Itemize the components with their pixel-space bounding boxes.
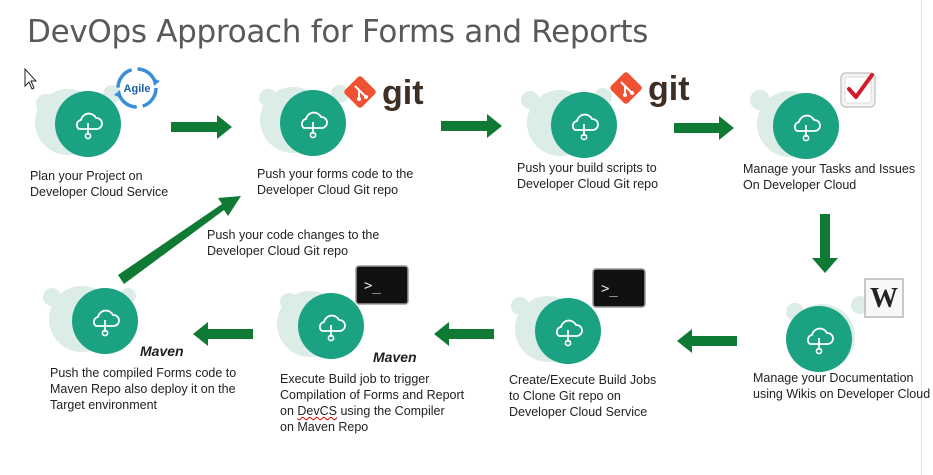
agile-logo: Agile bbox=[114, 67, 160, 109]
arrow-icon bbox=[812, 214, 838, 273]
step-label-create-jobs: Create/Execute Build Jobs to Clone Git r… bbox=[509, 373, 657, 419]
node-create-jobs bbox=[535, 298, 601, 364]
terminal-icon: >_ bbox=[592, 268, 646, 308]
diagonal-arrow-label: Push your code changes to the Developer … bbox=[207, 228, 380, 258]
arrow-icon bbox=[171, 115, 232, 139]
svg-text:Agile: Agile bbox=[124, 83, 151, 95]
terminal-icon: >_ bbox=[355, 265, 409, 305]
step-label-execute-build: Execute Build job to trigger Compilation… bbox=[280, 372, 465, 434]
step-label-push-scripts: Push your build scripts to Developer Clo… bbox=[517, 161, 659, 191]
step-label-push-compiled: Push the compiled Forms code to Maven Re… bbox=[50, 366, 237, 412]
node-push-forms bbox=[280, 90, 346, 156]
svg-text:>_: >_ bbox=[364, 278, 381, 294]
node-documentation bbox=[786, 306, 852, 372]
wiki-logo: W bbox=[864, 278, 904, 318]
arrow-icon bbox=[441, 114, 502, 138]
maven-logo: Maven bbox=[140, 343, 184, 359]
maven-logo: Maven bbox=[373, 349, 417, 365]
node-push-compiled bbox=[72, 288, 138, 354]
svg-text:W: W bbox=[870, 283, 898, 314]
step-label-push-forms: Push your forms code to the Developer Cl… bbox=[257, 167, 414, 197]
arrow-icon bbox=[193, 322, 253, 346]
mouse-cursor-icon bbox=[24, 67, 38, 90]
step-label-tasks: Manage your Tasks and Issues On Develope… bbox=[743, 162, 916, 192]
arrow-icon bbox=[677, 329, 737, 353]
svg-text:git: git bbox=[382, 74, 424, 112]
node-execute-build bbox=[298, 293, 364, 359]
git-logo: git bbox=[344, 74, 424, 112]
svg-text:git: git bbox=[648, 70, 690, 108]
step-label-documentation: Manage your Documentation using Wikis on… bbox=[753, 371, 931, 401]
node-push-scripts bbox=[551, 92, 617, 158]
slide-edge-divider bbox=[921, 0, 922, 475]
node-tasks bbox=[773, 93, 839, 159]
slide-title: DevOps Approach for Forms and Reports bbox=[27, 14, 649, 50]
arrow-icon bbox=[118, 196, 241, 284]
node-plan bbox=[55, 91, 121, 157]
step-label-plan: Plan your Project on Developer Cloud Ser… bbox=[30, 169, 169, 199]
arrow-icon bbox=[434, 322, 494, 346]
arrow-icon bbox=[674, 116, 734, 140]
git-logo: git bbox=[610, 70, 690, 108]
svg-text:>_: >_ bbox=[601, 281, 618, 297]
checkmark-icon bbox=[840, 72, 876, 108]
